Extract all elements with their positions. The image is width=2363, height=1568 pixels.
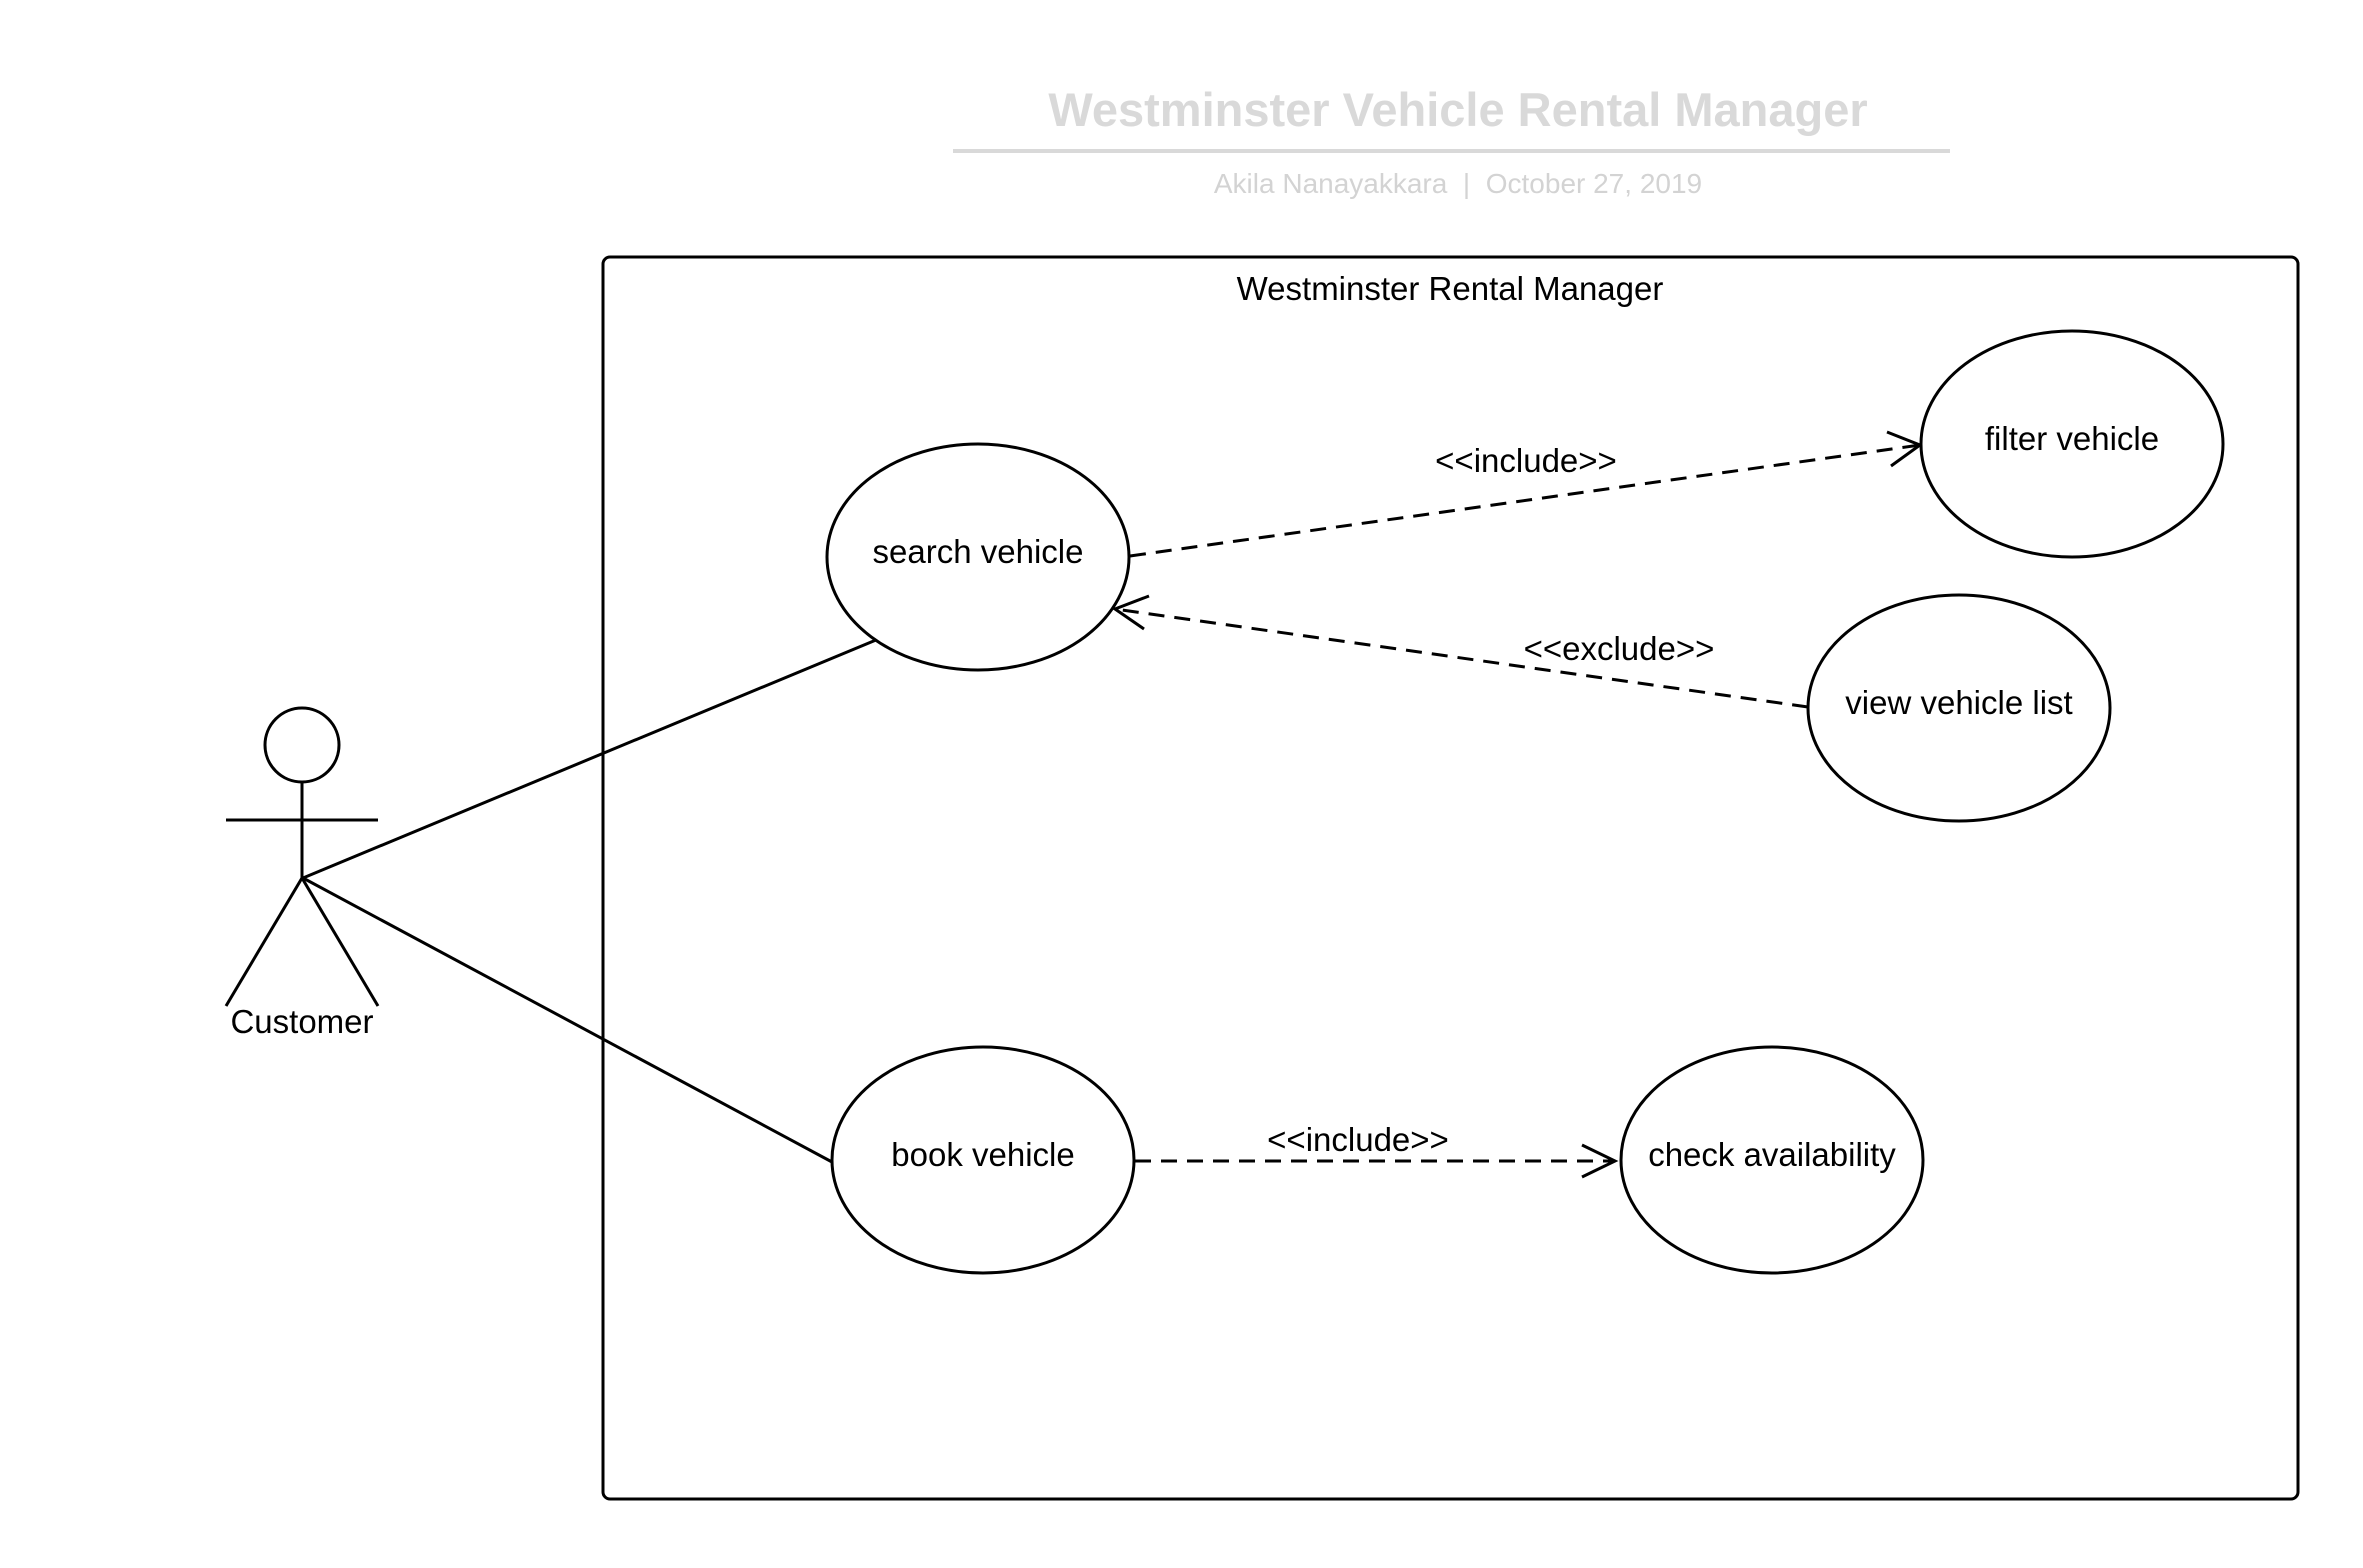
include-arrowhead-check [1581,1143,1619,1179]
use-case-label: book vehicle [891,1136,1074,1173]
diagram-date: October 27, 2019 [1486,168,1702,199]
exclude-dependency-view-search [1114,607,1809,709]
use-case-check-availability[interactable]: check availability [1619,1045,1925,1275]
include-label-book-check: <<include>> [1267,1121,1449,1158]
use-case-label: view vehicle list [1845,684,2072,721]
use-case-book-vehicle[interactable]: book vehicle [830,1045,1136,1275]
exclude-arrowhead-search [1111,594,1150,631]
system-name: Westminster Rental Manager [1237,270,1664,307]
author-name: Akila Nanayakkara [1214,168,1448,199]
actor-head [263,706,341,784]
use-case-label: search vehicle [873,533,1084,570]
exclude-label-view-search: <<exclude>> [1524,630,1715,667]
subtitle-separator: | [1463,168,1470,199]
use-case-search-vehicle[interactable]: search vehicle [825,442,1131,672]
include-label-search-filter: <<include>> [1435,442,1617,479]
system-boundary [601,255,2300,1501]
use-case-view-vehicle-list[interactable]: view vehicle list [1806,593,2112,823]
actor-right-leg [300,877,380,1007]
actor-label: Customer [230,1003,373,1040]
association-customer-search [302,638,877,880]
use-case-filter-vehicle[interactable]: filter vehicle [1919,329,2225,559]
use-case-label: filter vehicle [1985,420,2159,457]
diagram-subtitle: Akila Nanayakkara | October 27, 2019 [1214,168,1702,199]
use-case-label: check availability [1648,1136,1896,1173]
actor-left-leg [224,877,304,1007]
association-customer-book [302,876,833,1164]
actor-customer[interactable]: Customer [224,706,380,1040]
include-dependency-search-filter [1129,443,1921,558]
diagram-title: Westminster Vehicle Rental Manager [1048,83,1867,136]
